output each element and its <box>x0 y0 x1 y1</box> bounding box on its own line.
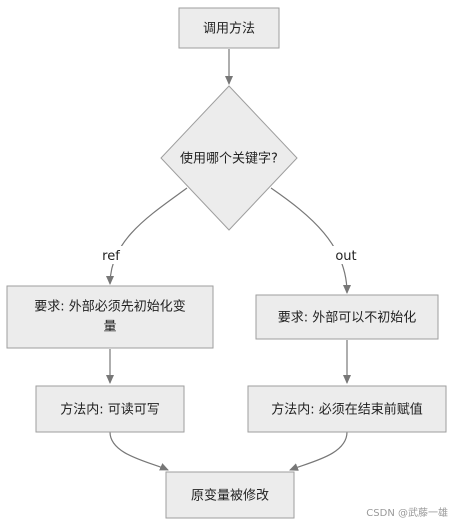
node-end: 原变量被修改 <box>165 471 295 519</box>
edge-decision-ref <box>106 187 188 285</box>
edge-label-ref: ref <box>102 249 120 264</box>
edge-out-inside-end <box>289 431 348 471</box>
node-out-inside-label: 方法内: 必须在结束前赋值 <box>271 402 423 418</box>
edge-decision-out <box>270 187 351 294</box>
node-decision-label: 使用哪个关键字? <box>180 151 278 167</box>
node-start-label: 调用方法 <box>203 21 255 37</box>
node-start: 调用方法 <box>178 7 280 49</box>
edge-label-out: out <box>335 249 356 264</box>
node-out-inside: 方法内: 必须在结束前赋值 <box>247 385 447 433</box>
edge-labels: ref out <box>98 246 360 264</box>
node-out-requirement: 要求: 外部可以不初始化 <box>255 294 439 340</box>
node-ref-inside-label: 方法内: 可读可写 <box>60 402 160 418</box>
node-decision: 使用哪个关键字? <box>160 85 298 231</box>
node-ref-requirement-line1: 要求: 外部必须先初始化变 <box>34 299 186 315</box>
node-end-label: 原变量被修改 <box>191 488 269 504</box>
node-ref-requirement-line2: 量 <box>103 320 116 335</box>
edge-ref-inside-end <box>109 431 169 471</box>
node-ref-inside: 方法内: 可读可写 <box>35 385 185 433</box>
edges <box>106 49 351 471</box>
watermark: CSDN @武藤一雄 <box>366 506 448 519</box>
node-out-requirement-label: 要求: 外部可以不初始化 <box>278 311 417 326</box>
node-ref-requirement: 要求: 外部必须先初始化变 量 <box>6 285 214 349</box>
